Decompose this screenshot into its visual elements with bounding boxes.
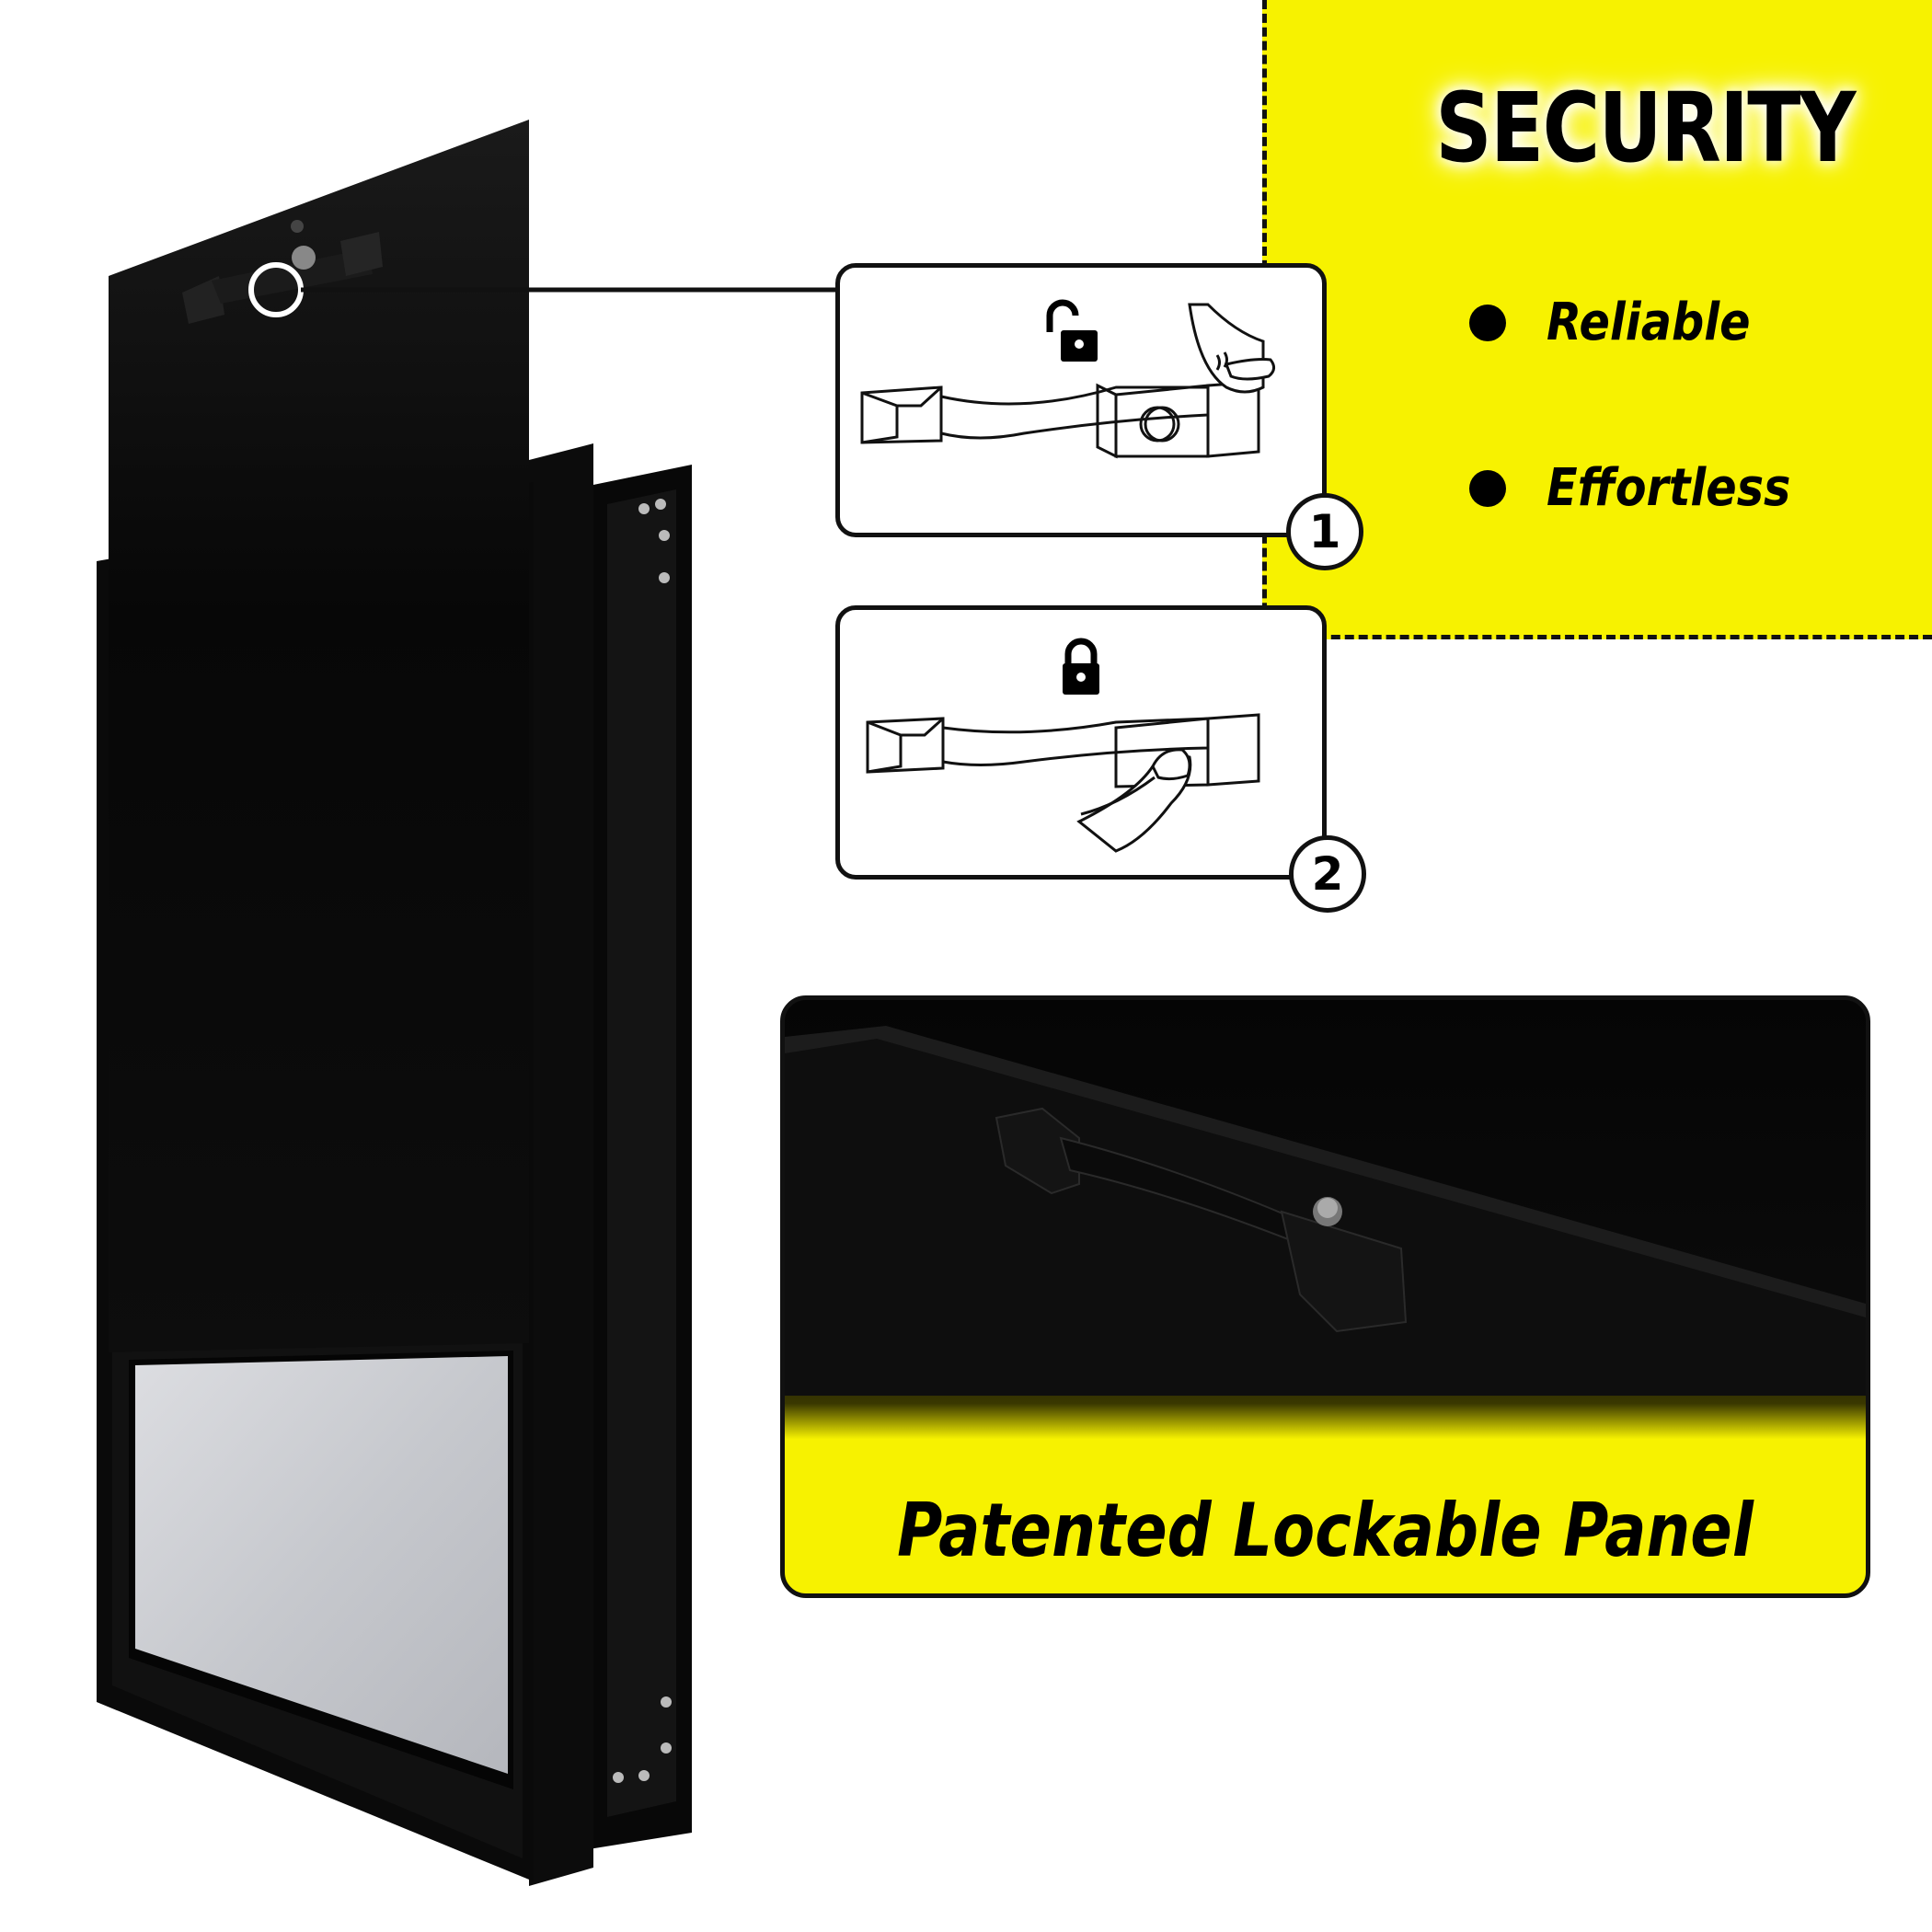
feature-label: Effortless xyxy=(1547,458,1791,518)
locked-padlock-icon xyxy=(1063,638,1099,695)
feature-label: Reliable xyxy=(1547,293,1751,352)
unlocked-padlock-icon xyxy=(1046,299,1098,362)
security-feature-panel: SECURITY Reliable Effortless xyxy=(1262,0,1932,639)
security-title: SECURITY xyxy=(1435,72,1856,184)
step-number-badge: 1 xyxy=(1286,493,1363,570)
detail-caption: Patented Lockable Panel xyxy=(897,1488,1754,1573)
lockable-panel-detail-card: Patented Lockable Panel xyxy=(780,995,1870,1598)
step-card-unlock: 1 xyxy=(835,263,1363,570)
bullet-icon xyxy=(1469,469,1506,507)
unlock-instruction-illustration xyxy=(860,299,1275,459)
step-number-badge: 2 xyxy=(1289,835,1366,913)
panel-closeup-image xyxy=(785,1026,1866,1396)
pet-door-product-image xyxy=(97,120,837,1886)
pull-handle-icon xyxy=(1076,748,1192,853)
step-card-lock: 2 xyxy=(835,605,1366,913)
lock-instruction-illustration xyxy=(866,638,1260,853)
press-button-icon xyxy=(1188,303,1275,394)
feature-item-effortless: Effortless xyxy=(1469,458,1824,518)
bullet-icon xyxy=(1469,304,1506,341)
feature-item-reliable: Reliable xyxy=(1469,293,1778,352)
